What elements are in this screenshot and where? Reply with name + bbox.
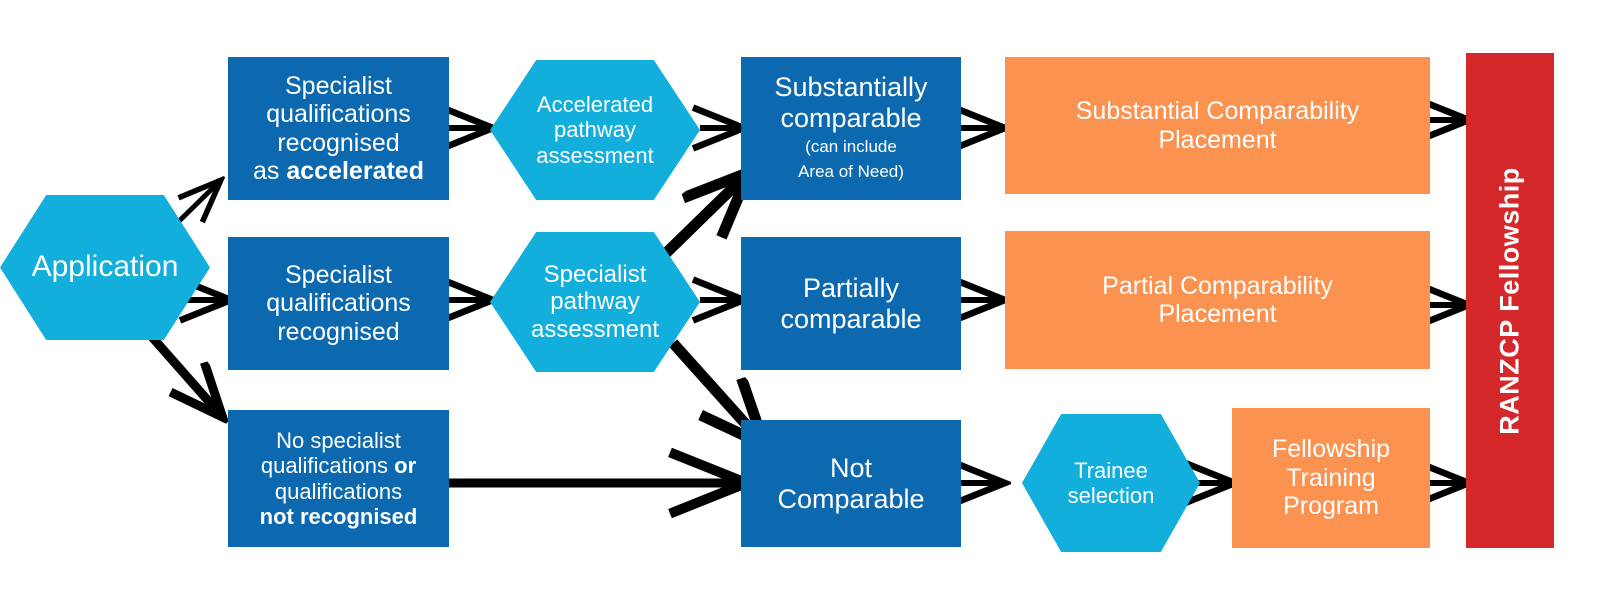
node-no-specialist-qualifications-line1: No specialist [276, 428, 401, 454]
node-substantially-comparable-line1: Substantially [774, 72, 928, 103]
node-ranzcp-fellowship-label: RANZCP Fellowship [1494, 166, 1525, 435]
node-accelerated-qualifications-line1: Specialist [285, 71, 392, 100]
node-not-comparable-line2: Comparable [777, 483, 925, 514]
connector-assessment-to-substantially-diagonal [657, 177, 744, 262]
node-specialist-pathway-assessment-line1: Specialist [543, 260, 647, 288]
node-accelerated-qualifications-line3: recognised [277, 128, 400, 157]
node-accelerated-qualifications-line4: as accelerated [253, 157, 424, 185]
node-substantially-comparable-note2: Area of Need) [798, 162, 904, 182]
node-trainee-selection[interactable]: Trainee selection [1022, 414, 1200, 552]
node-substantial-comparability-placement-line1: Substantial Comparability [1075, 97, 1360, 125]
node-accelerated-qualifications-line2: qualifications [266, 100, 411, 128]
node-specialist-qualifications-line2: qualifications [266, 289, 411, 318]
node-substantial-comparability-placement-line2: Placement [1158, 125, 1277, 154]
node-substantial-comparability-placement[interactable]: Substantial Comparability Placement [1005, 57, 1430, 194]
node-partially-comparable-line2: comparable [780, 303, 922, 334]
node-fellowship-training-program[interactable]: Fellowship Training Program [1232, 408, 1430, 548]
node-accelerated-pathway-assessment-line2: pathway [554, 117, 636, 143]
node-application[interactable]: Application [0, 195, 210, 340]
node-partial-comparability-placement-line1: Partial Comparability [1102, 271, 1333, 300]
node-application-label: Application [31, 250, 179, 284]
node-no-specialist-qualifications-line3: qualifications [274, 478, 403, 504]
node-partial-comparability-placement[interactable]: Partial Comparability Placement [1005, 231, 1430, 369]
node-no-specialist-qualifications[interactable]: No specialist qualifications or qualific… [228, 410, 449, 547]
node-fellowship-training-program-line2: Training [1286, 463, 1376, 492]
node-specialist-qualifications-line3: recognised [277, 317, 400, 346]
node-trainee-selection-line1: Trainee [1074, 457, 1148, 483]
node-specialist-pathway-assessment-line2: pathway [550, 288, 640, 316]
node-accelerated-qualifications[interactable]: Specialist qualifications recognised as … [228, 57, 449, 200]
node-fellowship-training-program-line1: Fellowship [1271, 435, 1391, 464]
node-accelerated-pathway-assessment-line1: Accelerated [536, 92, 654, 118]
node-specialist-qualifications-line1: Specialist [285, 260, 392, 289]
node-substantially-comparable-note1: (can include [805, 136, 897, 156]
node-specialist-pathway-assessment-line3: assessment [530, 315, 660, 343]
node-partial-comparability-placement-line2: Placement [1158, 300, 1277, 328]
node-specialist-qualifications[interactable]: Specialist qualifications recognised [228, 237, 449, 370]
node-no-specialist-qualifications-line2: qualifications or [260, 453, 417, 479]
node-accelerated-pathway-assessment-line3: assessment [536, 142, 654, 168]
node-partially-comparable-line1: Partially [802, 272, 900, 303]
node-substantially-comparable-line2: comparable [780, 103, 922, 133]
node-partially-comparable[interactable]: Partially comparable [741, 237, 961, 370]
node-accelerated-pathway-assessment[interactable]: Accelerated pathway assessment [490, 60, 700, 200]
node-substantially-comparable[interactable]: Substantially comparable (can include Ar… [741, 57, 961, 200]
node-trainee-selection-line2: selection [1067, 483, 1155, 508]
node-no-specialist-qualifications-line4: not recognised [259, 503, 418, 529]
node-not-comparable[interactable]: Not Comparable [741, 420, 961, 547]
node-fellowship-training-program-line3: Program [1283, 492, 1379, 521]
node-ranzcp-fellowship[interactable]: RANZCP Fellowship [1466, 53, 1554, 548]
connector-application-to-no-specialist [148, 334, 219, 413]
node-specialist-pathway-assessment[interactable]: Specialist pathway assessment [490, 232, 700, 372]
node-not-comparable-line1: Not [829, 452, 873, 483]
